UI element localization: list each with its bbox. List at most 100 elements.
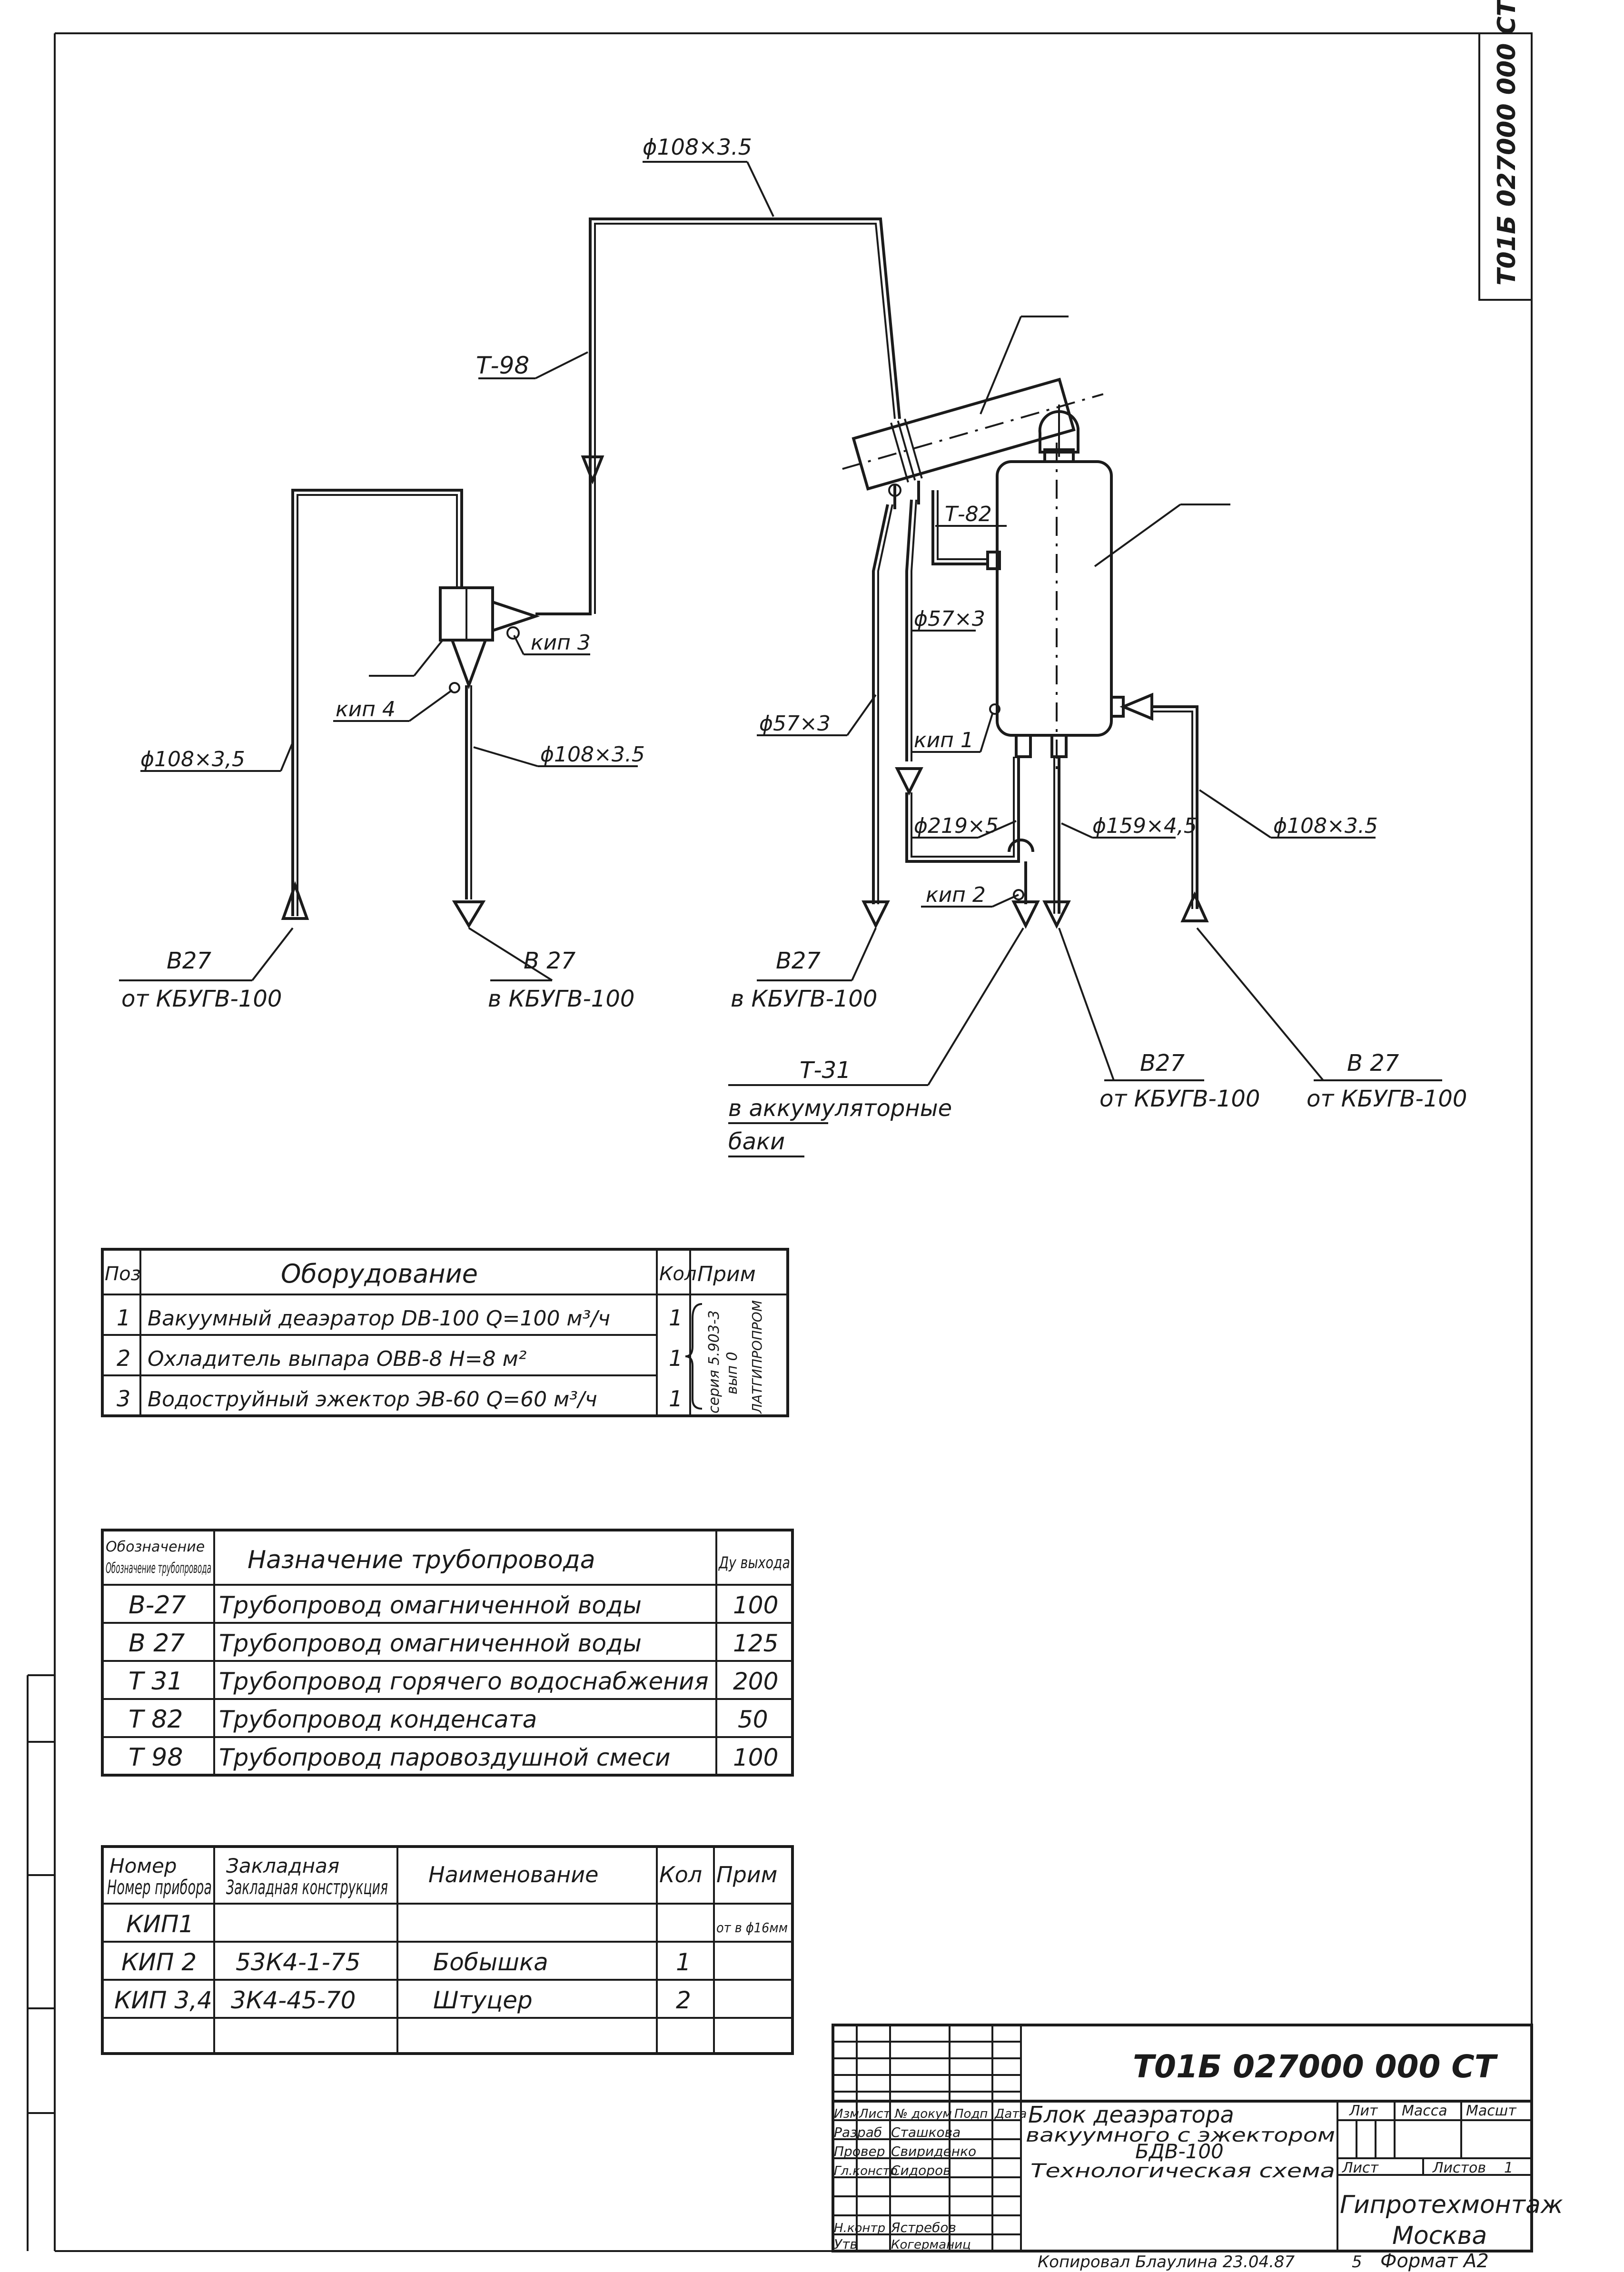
- tb-role-5: Н.контр: [834, 2221, 885, 2235]
- dest-2-code: В 27: [524, 948, 576, 974]
- pipe-r4-purpose: Трубопровод конденсата: [219, 1706, 537, 1733]
- kip-r1-num: КИП1: [126, 1910, 194, 1938]
- footer-copied: Копировал Блаулина 23.04.87: [1038, 2252, 1295, 2272]
- title-code: Т01Б 027000 000 СТ: [1133, 2048, 1498, 2085]
- equip-note-2: вып 0: [724, 1352, 741, 1394]
- pipe-r1-du: 100: [733, 1591, 778, 1619]
- dest-3-text: в КБУГВ-100: [731, 986, 877, 1012]
- tb-h-date: Дата: [994, 2107, 1027, 2121]
- tb-title-1: Блок деаэратора: [1028, 2102, 1234, 2128]
- pipe-r3-purpose: Трубопровод горячего водоснабжения: [219, 1668, 709, 1695]
- equip-r3-name: Водоструйный эжектор ЭВ-60 Q=60 м³/ч: [148, 1387, 597, 1412]
- tb-role-3: Гл.констр: [834, 2164, 898, 2178]
- tb-title-4: Технологическая схема: [1030, 2160, 1335, 2182]
- pipe-r3-code: Т 31: [129, 1667, 183, 1696]
- kip-r2-qty: 1: [676, 1948, 691, 1976]
- tb-role-1: Разраб: [834, 2124, 882, 2140]
- label-pipe-219: ϕ219×5: [914, 814, 999, 838]
- pipe-r2-du: 125: [733, 1630, 778, 1657]
- pipe-r2-code: В 27: [129, 1629, 185, 1658]
- equip-r1-pos: 1: [117, 1305, 130, 1331]
- tb-mass: Масса: [1402, 2103, 1447, 2119]
- dest-3-code: В27: [776, 948, 821, 974]
- pipe-r5-code: Т 98: [129, 1743, 183, 1772]
- tb-sheets-value: 1: [1504, 2160, 1513, 2176]
- equip-r2-qty: 1: [669, 1345, 683, 1371]
- kip-r3-name: Штуцер: [433, 1986, 533, 2014]
- title-block: Т01Б 027000 000 СТ Изм Лист № докум Подп…: [832, 2024, 1563, 2252]
- vapor-cooler: [842, 377, 1104, 491]
- label-mid-pipe: ϕ108×3.5: [540, 742, 645, 767]
- tb-name-5: Ястребов: [891, 2220, 956, 2235]
- tb-name-6: Когерманиц: [891, 2238, 971, 2252]
- footer: Копировал Блаулина 23.04.87 5 Формат А2: [1038, 2250, 1489, 2272]
- equip-r1-qty: 1: [669, 1305, 683, 1331]
- pipe-t82: [931, 490, 988, 565]
- kip-r3-emb: 3К4-45-70: [231, 1986, 356, 2014]
- label-kip4: кип 4: [336, 697, 396, 721]
- stamp-code-vertical: Т01Б 027000 000 СТ: [1493, 0, 1521, 286]
- equip-h-pos: Поз: [105, 1263, 141, 1285]
- label-right-pipe: ϕ108×3.5: [1273, 814, 1378, 838]
- label-kip2: кип 2: [926, 883, 986, 907]
- footer-format: Формат А2: [1380, 2250, 1489, 2272]
- sheet-frame: [27, 32, 1533, 2252]
- kip-h-name: Наименование: [428, 1862, 598, 1887]
- pipe-r5-du: 100: [733, 1744, 778, 1771]
- label-left-pipe: ϕ108×3,5: [140, 747, 245, 771]
- tb-role-2: Провер: [834, 2144, 885, 2159]
- kip-h-note: Прим: [716, 1862, 777, 1887]
- pipe-r3-du: 200: [733, 1668, 778, 1695]
- kip-r3-num: КИП 3,4: [114, 1986, 212, 2014]
- kip-h-num-1: Номер: [109, 1854, 177, 1877]
- equip-r2-name: Охладитель выпара ОВВ-8 Н=8 м²: [148, 1347, 526, 1371]
- dest-4-code: Т-31: [800, 1057, 851, 1084]
- equipment-table: Поз Оборудование Кол Прим 1 Вакуумный де…: [101, 1248, 789, 1417]
- tb-name-3: Сидоров: [891, 2163, 951, 2178]
- pipe-r1-code: В-27: [129, 1591, 186, 1620]
- kip-r1-note: от в ϕ16мм: [716, 1920, 788, 1936]
- kip-table: Номер Номер прибора Закладная Закладная …: [101, 1845, 794, 2055]
- equip-h-note: Прим: [697, 1262, 756, 1286]
- dest-4-text: в аккумуляторные: [728, 1095, 952, 1122]
- footer-number: 5: [1352, 2252, 1362, 2272]
- pipe-r1-purpose: Трубопровод омагниченной воды: [219, 1591, 642, 1619]
- pipe-h-code-1: Обозначение: [106, 1539, 205, 1555]
- tb-h-doc: № докум: [894, 2107, 952, 2121]
- pipe-57-left: [872, 504, 889, 904]
- label-kip3: кип 3: [531, 631, 591, 655]
- pipe-left-loop: [291, 489, 463, 916]
- label-top-pipe: ϕ108×3.5: [643, 134, 752, 160]
- tb-sheet: Лист: [1342, 2160, 1379, 2176]
- label-pipe-57-a: ϕ57×3: [914, 607, 985, 631]
- pipe-h-code: Обозначение трубопровода: [106, 1560, 211, 1577]
- pipe-r2-purpose: Трубопровод омагниченной воды: [219, 1630, 642, 1657]
- pipe-right: [1152, 705, 1198, 909]
- dest-5-code: В27: [1140, 1050, 1185, 1077]
- tb-org: Гипротехмонтаж: [1340, 2191, 1563, 2219]
- tb-h-list: Лист: [859, 2107, 891, 2121]
- dest-1-text: от КБУГВ-100: [121, 986, 282, 1012]
- kip-r2-num: КИП 2: [121, 1948, 197, 1976]
- equip-h-name: Оборудование: [281, 1259, 478, 1289]
- pipe-h-purpose: Назначение трубопровода: [248, 1546, 595, 1574]
- tb-title-3: БДВ-100: [1135, 2140, 1224, 2163]
- pipe-r4-code: Т 82: [129, 1705, 183, 1734]
- equip-r3-qty: 1: [669, 1386, 683, 1412]
- kip-h-emb-1: Закладная: [226, 1854, 339, 1877]
- pipe-57-right: [905, 499, 913, 761]
- dest-4-text2: баки: [728, 1128, 785, 1155]
- label-pipe-57-b: ϕ57×3: [759, 711, 831, 736]
- tb-h-izm: Изм: [834, 2107, 859, 2121]
- process-diagram: ϕ108×3.5 Т-98 кип 3 кип 4 ϕ108×3,5 ϕ108×…: [119, 134, 1467, 1157]
- dest-1-code: В27: [167, 948, 211, 974]
- dest-6-code: В 27: [1347, 1050, 1399, 1077]
- label-pipe-159: ϕ159×4,5: [1092, 814, 1197, 838]
- tb-role-6: Утв: [834, 2236, 858, 2252]
- pipe-r5-purpose: Трубопровод паровоздушной смеси: [219, 1744, 671, 1771]
- tb-city: Москва: [1392, 2222, 1487, 2250]
- pipeline-table: Обозначение Обозначение трубопровода Наз…: [101, 1529, 794, 1777]
- kip-h-emb: Закладная конструкция: [226, 1876, 388, 1899]
- tb-h-sign: Подп: [954, 2107, 988, 2121]
- kip-h-num: Номер прибора: [107, 1876, 212, 1899]
